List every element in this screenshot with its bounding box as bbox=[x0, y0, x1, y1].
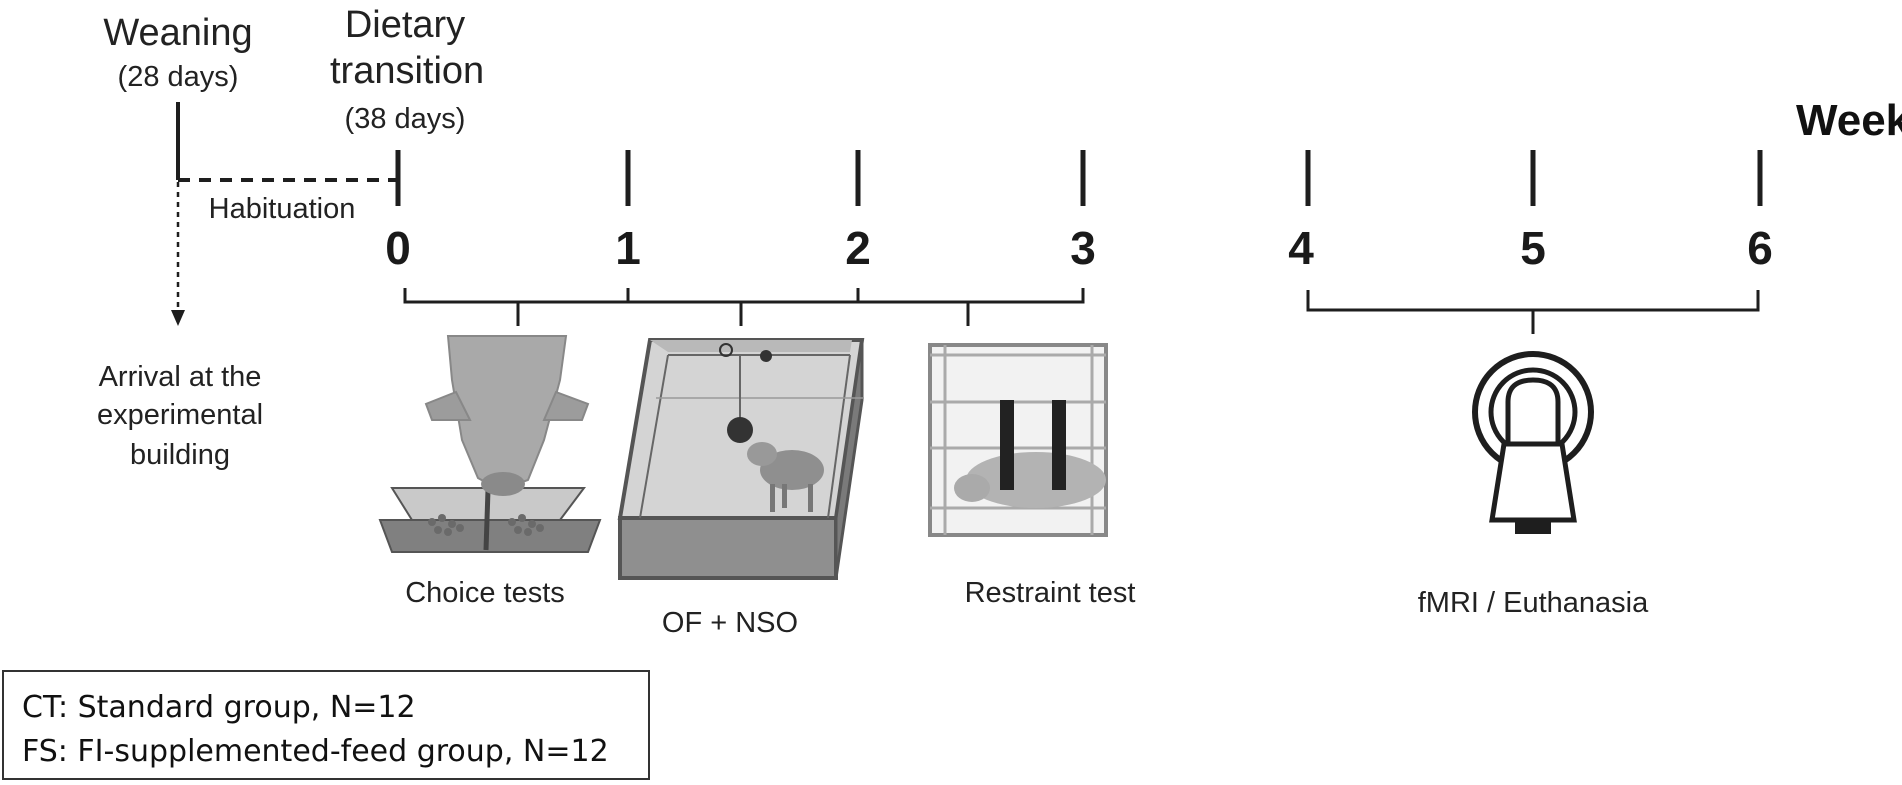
restraint-cage-illustration bbox=[928, 343, 1108, 537]
habituation-label: Habituation bbox=[208, 193, 356, 225]
legend-fs: FS: FI-supplemented-feed group, N=12 bbox=[22, 734, 609, 769]
arrival-line1: Arrival at the bbox=[98, 361, 262, 393]
tick-label-6: 6 bbox=[1747, 222, 1773, 274]
bracket-week-0-3 bbox=[403, 288, 1085, 326]
week-axis-label: Week bbox=[1796, 96, 1902, 145]
pig-head-illustration bbox=[424, 335, 590, 496]
arrival-line3: building bbox=[130, 439, 230, 471]
dietary-transition-line2: transition bbox=[330, 50, 485, 92]
pig-illustration bbox=[747, 442, 824, 512]
tick-label-0: 0 bbox=[385, 222, 411, 274]
dietary-transition-line1: Dietary bbox=[344, 4, 466, 46]
tick-label-4: 4 bbox=[1288, 222, 1314, 274]
tick-label-3: 3 bbox=[1070, 222, 1096, 274]
fmri-euthanasia-label: fMRI / Euthanasia bbox=[1417, 587, 1649, 619]
dietary-transition-age: (38 days) bbox=[344, 103, 466, 135]
arrival-line2: experimental bbox=[96, 399, 264, 431]
legend-ct: CT: Standard group, N=12 bbox=[22, 690, 416, 725]
open-field-arena-illustration bbox=[617, 338, 865, 580]
tick-label-5: 5 bbox=[1520, 222, 1546, 274]
arrival-arrowhead bbox=[171, 310, 185, 326]
restraint-test-label: Restraint test bbox=[964, 577, 1136, 609]
axis-ticks bbox=[395, 150, 1763, 206]
weaning-age: (28 days) bbox=[117, 61, 239, 93]
feeding-trough-illustration bbox=[378, 487, 602, 553]
tick-label-2: 2 bbox=[845, 222, 871, 274]
of-nso-label: OF + NSO bbox=[661, 607, 799, 639]
mri-scanner-icon bbox=[1472, 351, 1594, 534]
choice-tests-label: Choice tests bbox=[405, 577, 565, 609]
weaning-title: Weaning bbox=[103, 12, 253, 54]
tick-label-1: 1 bbox=[615, 222, 641, 274]
group-legend-box: CT: Standard group, N=12 FS: FI-suppleme… bbox=[2, 670, 650, 780]
bracket-week-4-6 bbox=[1306, 290, 1760, 334]
